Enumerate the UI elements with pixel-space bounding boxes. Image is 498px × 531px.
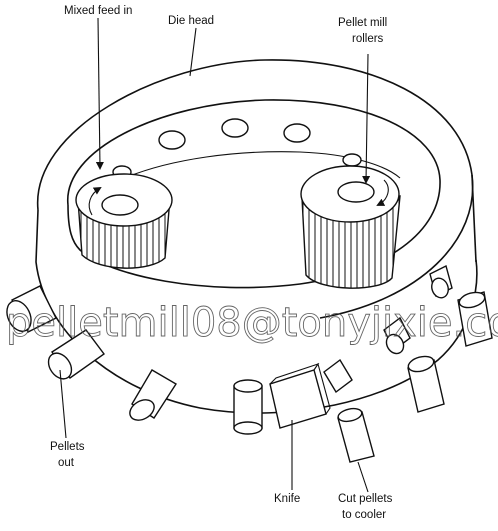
die-head-leader <box>189 27 197 77</box>
pellets-out-leader <box>59 369 67 439</box>
pellet <box>323 358 353 394</box>
die-hole <box>158 130 186 150</box>
right-roller-rotation-arrow <box>376 179 389 206</box>
pellet <box>429 264 453 299</box>
die-ring-right-side <box>471 174 477 263</box>
left-roller <box>75 173 173 269</box>
die-hole <box>221 118 249 138</box>
label-pellet-mill-rollers-1: Pellet mill <box>338 17 387 29</box>
knife <box>269 362 331 429</box>
right-roller-hub <box>337 181 375 203</box>
die-hole <box>342 153 362 167</box>
pellet <box>233 379 263 435</box>
die-ring-outer-rim <box>37 59 474 319</box>
knife-blade <box>269 369 327 429</box>
mixed-feed-arrow <box>95 17 104 170</box>
label-pellet-mill-rollers-2: rollers <box>352 33 384 45</box>
cut-pellets-leader <box>357 461 369 493</box>
pellets <box>6 264 493 463</box>
label-pellets-out-2: out <box>58 457 75 469</box>
label-die-head: Die head <box>168 15 214 27</box>
pellet <box>47 329 105 380</box>
rollers-leader <box>362 53 371 184</box>
label-knife: Knife <box>274 493 300 505</box>
pellet <box>6 285 57 333</box>
pellet <box>129 369 177 421</box>
pellet <box>337 407 375 463</box>
left-roller-hub <box>101 194 139 216</box>
pellet <box>407 355 445 413</box>
label-pellets-out-1: Pellets <box>50 441 85 453</box>
label-cut-pellets-2: to cooler <box>342 509 386 521</box>
die-ring-inner-wall <box>119 151 401 181</box>
die-hole <box>283 123 311 143</box>
die-holes <box>112 118 362 179</box>
right-roller <box>300 165 401 289</box>
label-mixed-feed: Mixed feed in <box>64 5 132 17</box>
label-cut-pellets-1: Cut pellets <box>338 493 393 505</box>
left-roller-rotation-arrow <box>88 186 102 216</box>
watermark: pelletmill08@tonyjixie.com <box>6 300 498 346</box>
pellet <box>457 291 493 347</box>
pellet <box>383 316 411 355</box>
